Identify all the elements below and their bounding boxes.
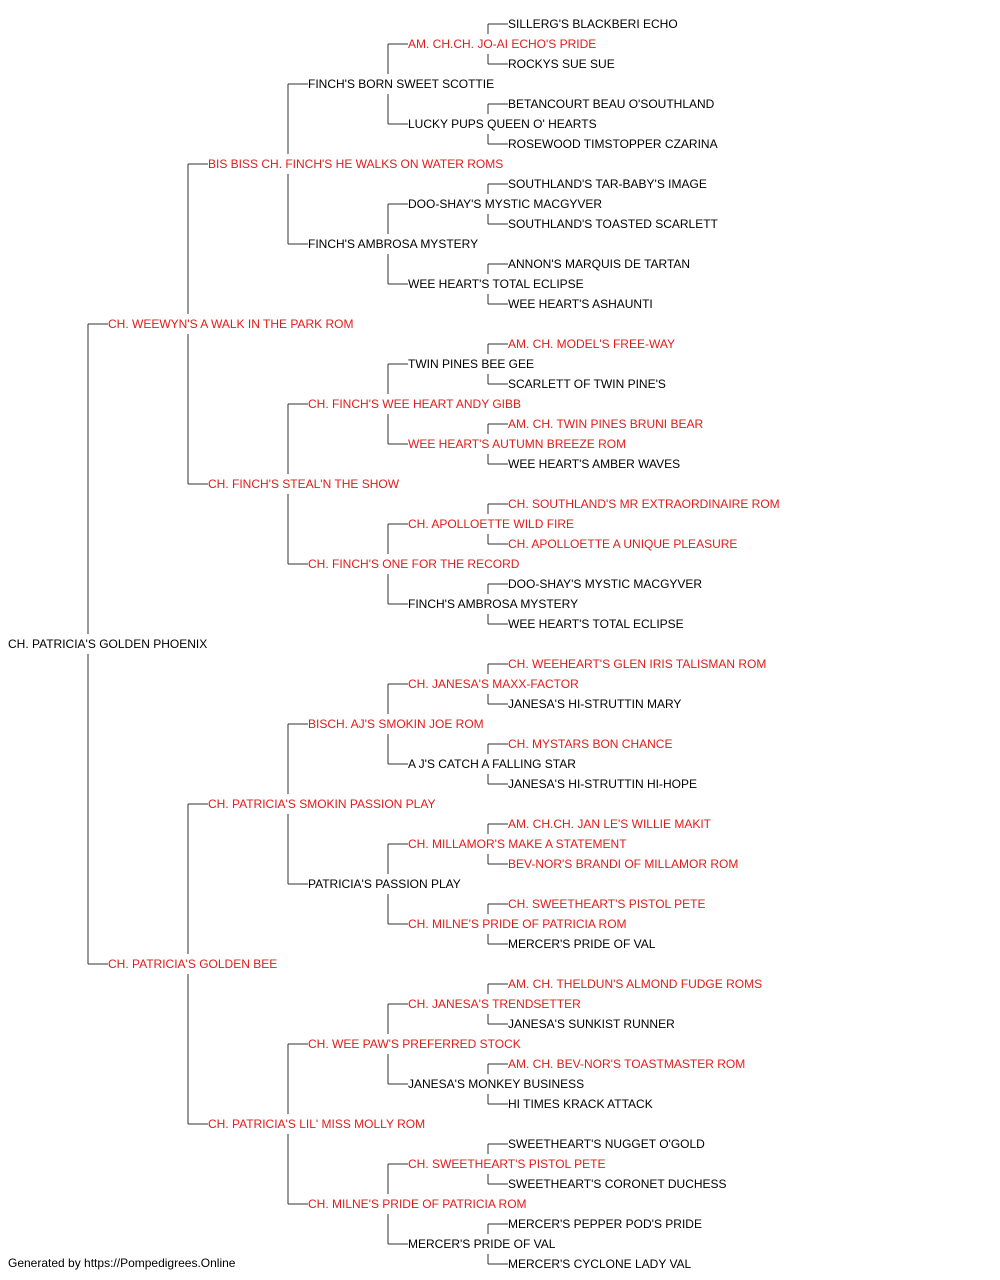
pedigree-entry: SILLERG'S BLACKBERI ECHO <box>508 17 678 31</box>
pedigree-entry: A J'S CATCH A FALLING STAR <box>408 757 576 771</box>
pedigree-entry: CH. MILNE'S PRIDE OF PATRICIA ROM <box>308 1197 527 1211</box>
pedigree-entry: FINCH'S BORN SWEET SCOTTIE <box>308 77 494 91</box>
pedigree-entry: BISCH. AJ'S SMOKIN JOE ROM <box>308 717 484 731</box>
pedigree-entry: PATRICIA'S PASSION PLAY <box>308 877 461 891</box>
pedigree-entry: CH. MILLAMOR'S MAKE A STATEMENT <box>408 837 627 851</box>
pedigree-entry: AM. CH. MODEL'S FREE-WAY <box>508 337 675 351</box>
pedigree-entry: SCARLETT OF TWIN PINE'S <box>508 377 666 391</box>
pedigree-entry: CH. PATRICIA'S GOLDEN PHOENIX <box>8 637 207 651</box>
pedigree-entry: SOUTHLAND'S TAR-BABY'S IMAGE <box>508 177 707 191</box>
pedigree-entry: CH. WEEWYN'S A WALK IN THE PARK ROM <box>108 317 353 331</box>
pedigree-entry: CH. MILNE'S PRIDE OF PATRICIA ROM <box>408 917 627 931</box>
pedigree-entry: TWIN PINES BEE GEE <box>408 357 534 371</box>
pedigree-entry: CH. SWEETHEART'S PISTOL PETE <box>408 1157 605 1171</box>
pedigree-entry: ROCKYS SUE SUE <box>508 57 615 71</box>
pedigree-entry: WEE HEART'S AMBER WAVES <box>508 457 680 471</box>
pedigree-entry: CH. PATRICIA'S LIL' MISS MOLLY ROM <box>208 1117 425 1131</box>
pedigree-entry: ROSEWOOD TIMSTOPPER CZARINA <box>508 137 718 151</box>
pedigree-entry: CH. WEEHEART'S GLEN IRIS TALISMAN ROM <box>508 657 766 671</box>
pedigree-entry: AM. CH. TWIN PINES BRUNI BEAR <box>508 417 703 431</box>
pedigree-entry: MERCER'S PEPPER POD'S PRIDE <box>508 1217 702 1231</box>
pedigree-entry: WEE HEART'S ASHAUNTI <box>508 297 653 311</box>
pedigree-entry: JANESA'S SUNKIST RUNNER <box>508 1017 675 1031</box>
pedigree-entry: FINCH'S AMBROSA MYSTERY <box>308 237 478 251</box>
pedigree-entry: LUCKY PUPS QUEEN O' HEARTS <box>408 117 597 131</box>
pedigree-entry: SOUTHLAND'S TOASTED SCARLETT <box>508 217 719 231</box>
pedigree-entry: DOO-SHAY'S MYSTIC MACGYVER <box>408 197 602 211</box>
pedigree-entry: HI TIMES KRACK ATTACK <box>508 1097 653 1111</box>
pedigree-entry: CH. JANESA'S TRENDSETTER <box>408 997 581 1011</box>
pedigree-entry: CH. MYSTARS BON CHANCE <box>508 737 672 751</box>
pedigree-entry: JANESA'S HI-STRUTTIN MARY <box>508 697 681 711</box>
pedigree-entry: CH. SOUTHLAND'S MR EXTRAORDINAIRE ROM <box>508 497 780 511</box>
pedigree-entry: CH. FINCH'S WEE HEART ANDY GIBB <box>308 397 521 411</box>
pedigree-entry: AM. CH.CH. JAN LE'S WILLIE MAKIT <box>508 817 712 831</box>
pedigree-entry: WEE HEART'S TOTAL ECLIPSE <box>508 617 684 631</box>
pedigree-entry: CH. PATRICIA'S SMOKIN PASSION PLAY <box>208 797 435 811</box>
pedigree-entry: AM. CH. BEV-NOR'S TOASTMASTER ROM <box>508 1057 745 1071</box>
pedigree-entry: JANESA'S HI-STRUTTIN HI-HOPE <box>508 777 697 791</box>
pedigree-entry: CH. WEE PAW'S PREFERRED STOCK <box>308 1037 521 1051</box>
pedigree-entry: CH. PATRICIA'S GOLDEN BEE <box>108 957 277 971</box>
pedigree-entry: CH. APOLLOETTE A UNIQUE PLEASURE <box>508 537 737 551</box>
pedigree-entry: BIS BISS CH. FINCH'S HE WALKS ON WATER R… <box>208 157 503 171</box>
pedigree-entry: AM. CH. THELDUN'S ALMOND FUDGE ROMS <box>508 977 762 991</box>
pedigree-entry: WEE HEART'S AUTUMN BREEZE ROM <box>408 437 626 451</box>
pedigree-entry: ANNON'S MARQUIS DE TARTAN <box>508 257 690 271</box>
pedigree-entry: MERCER'S PRIDE OF VAL <box>508 937 656 951</box>
pedigree-entry: CH. JANESA'S MAXX-FACTOR <box>408 677 579 691</box>
pedigree-entry: WEE HEART'S TOTAL ECLIPSE <box>408 277 584 291</box>
pedigree-entry: MERCER'S PRIDE OF VAL <box>408 1237 556 1251</box>
pedigree-entry: MERCER'S CYCLONE LADY VAL <box>508 1257 692 1271</box>
pedigree-entry: CH. SWEETHEART'S PISTOL PETE <box>508 897 705 911</box>
pedigree-entry: CH. APOLLOETTE WILD FIRE <box>408 517 574 531</box>
pedigree-entry: CH. FINCH'S ONE FOR THE RECORD <box>308 557 520 571</box>
pedigree-entry: FINCH'S AMBROSA MYSTERY <box>408 597 578 611</box>
pedigree-entry: CH. FINCH'S STEAL'N THE SHOW <box>208 477 400 491</box>
pedigree-entry: JANESA'S MONKEY BUSINESS <box>408 1077 584 1091</box>
pedigree-entry: AM. CH.CH. JO-AI ECHO'S PRIDE <box>408 37 596 51</box>
pedigree-entry: SWEETHEART'S NUGGET O'GOLD <box>508 1137 705 1151</box>
footer-credit: Generated by https://Pompedigrees.Online <box>8 1256 236 1270</box>
pedigree-entry: BEV-NOR'S BRANDI OF MILLAMOR ROM <box>508 857 738 871</box>
pedigree-entry: BETANCOURT BEAU O'SOUTHLAND <box>508 97 715 111</box>
pedigree-entry: SWEETHEART'S CORONET DUCHESS <box>508 1177 727 1191</box>
pedigree-entry: DOO-SHAY'S MYSTIC MACGYVER <box>508 577 702 591</box>
